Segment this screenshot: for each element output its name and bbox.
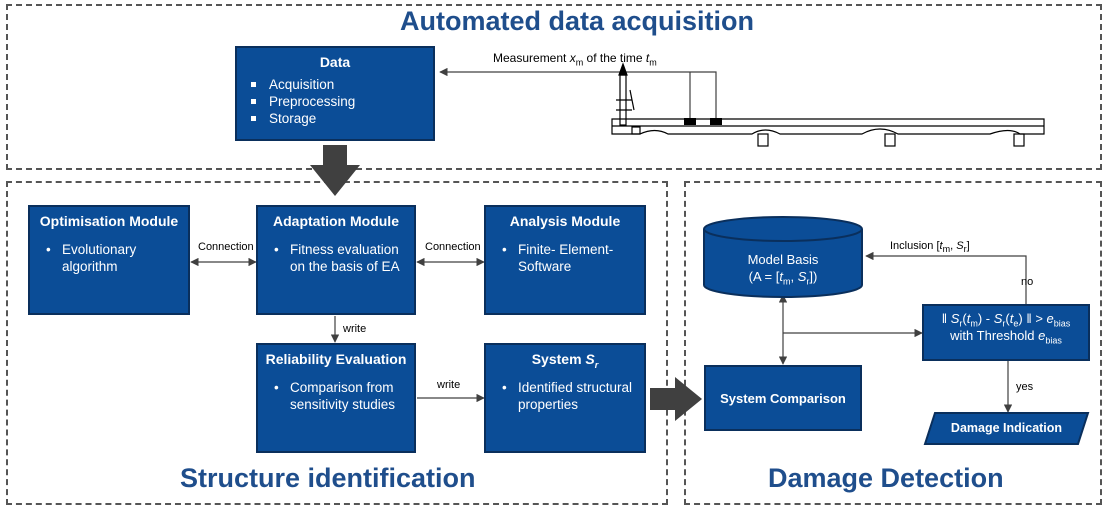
- threshold-box: ‖ Sr(tm) - Sr(te) ‖ > ebias with Thresho…: [922, 304, 1090, 361]
- adaptation-list: Fitness evaluation on the basis of EA: [258, 241, 414, 275]
- analysis-item: Finite- Element-Software: [498, 241, 644, 275]
- data-item-storage: Storage: [249, 110, 433, 127]
- sensor-2: [710, 118, 722, 125]
- system-title: System Sr: [531, 351, 599, 370]
- system-comparison-label: System Comparison: [720, 390, 846, 406]
- optimisation-list: Evolutionary algorithm: [30, 241, 188, 275]
- system-comparison-box: System Comparison: [704, 365, 862, 431]
- model-basis-label: Model Basis (A = [tm, Sr]): [747, 252, 819, 287]
- data-box: Data Acquisition Preprocessing Storage: [235, 46, 435, 141]
- adaptation-item: Fitness evaluation on the basis of EA: [270, 241, 414, 275]
- acquisition-region: [6, 4, 1102, 170]
- system-sr: System Sr Identified structural properti…: [484, 343, 646, 453]
- model-basis-cylinder: [703, 216, 863, 298]
- reliability-evaluation: Reliability Evaluation Comparison from s…: [256, 343, 416, 453]
- detection-region: [684, 181, 1102, 505]
- connection-right-label: Connection: [425, 241, 481, 253]
- analysis-module: Analysis Module Finite- Element-Software: [484, 205, 646, 315]
- measurement-label: Measurement xm of the time tm: [493, 51, 657, 68]
- inclusion-edge: [865, 251, 1027, 304]
- optimisation-module: Optimisation Module Evolutionary algorit…: [28, 205, 190, 315]
- threshold-line1: ‖ Sr(tm) - Sr(te) ‖ > ebias: [941, 311, 1071, 329]
- adaptation-title: Adaptation Module: [273, 213, 399, 229]
- identification-title: Structure identification: [180, 463, 476, 493]
- data-item-acquisition: Acquisition: [249, 76, 433, 93]
- damage-indication-shape: [923, 412, 1090, 445]
- connection-left-label: Connection: [198, 241, 254, 253]
- measurement-line: [439, 67, 717, 119]
- sensor-1: [684, 118, 696, 125]
- yes-label: yes: [1016, 381, 1034, 393]
- no-label: no: [1021, 276, 1034, 288]
- system-list: Identified structural properties: [486, 379, 644, 413]
- detection-title: Damage Detection: [768, 463, 1004, 493]
- data-item-preprocessing: Preprocessing: [249, 93, 433, 110]
- adaptation-module: Adaptation Module Fitness evaluation on …: [256, 205, 416, 315]
- inclusion-label: Inclusion [tm, Sr]: [890, 240, 970, 255]
- big-right-arrow: [650, 377, 702, 421]
- data-box-title: Data: [319, 54, 351, 70]
- bridge-drawing: [611, 62, 1045, 147]
- acquisition-title: Automated data acquisition: [400, 6, 755, 36]
- threshold-line2: with Threshold ebias: [950, 328, 1062, 346]
- big-down-arrow: [310, 145, 360, 196]
- analysis-list: Finite- Element-Software: [486, 241, 644, 275]
- data-box-list: Acquisition Preprocessing Storage: [237, 76, 433, 127]
- damage-indication-label: Damage Indication: [950, 421, 1063, 435]
- write-down-label: write: [343, 323, 367, 335]
- reliability-title: Reliability Evaluation: [265, 351, 407, 367]
- analysis-title: Analysis Module: [509, 213, 621, 229]
- reliability-item: Comparison from sensitivity studies: [270, 379, 414, 413]
- optimisation-item: Evolutionary algorithm: [42, 241, 188, 275]
- write-right-label: write: [437, 379, 461, 391]
- system-item: Identified structural properties: [498, 379, 644, 413]
- reliability-list: Comparison from sensitivity studies: [258, 379, 414, 413]
- optimisation-title: Optimisation Module: [39, 213, 179, 229]
